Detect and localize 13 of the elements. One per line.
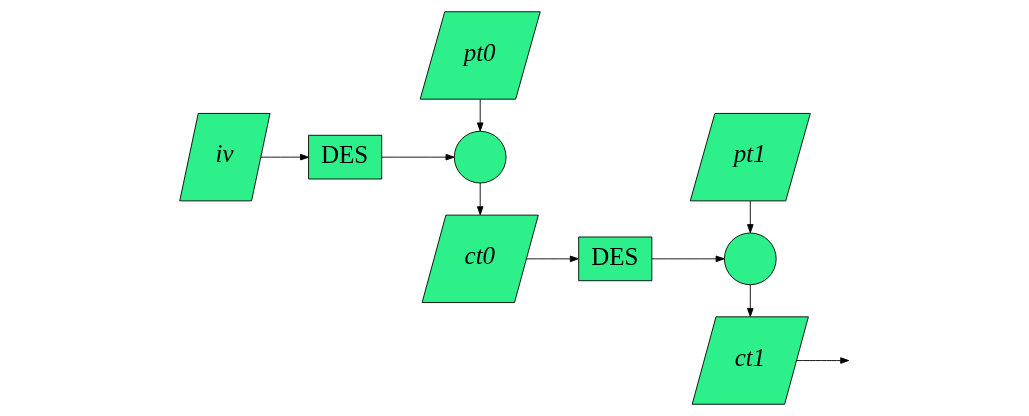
arrow: [747, 284, 754, 317]
arrow: [381, 153, 455, 161]
arrow: [747, 200, 754, 234]
node-box: DES: [578, 236, 653, 282]
arrow: [796, 357, 850, 364]
node-circle: [453, 130, 507, 184]
arrow: [476, 182, 484, 216]
node-circle: [724, 232, 777, 286]
arrow: [476, 98, 484, 132]
arrow: [260, 153, 309, 161]
node-box: DES: [308, 134, 383, 180]
arrow: [651, 255, 725, 263]
arrow: [526, 255, 579, 263]
